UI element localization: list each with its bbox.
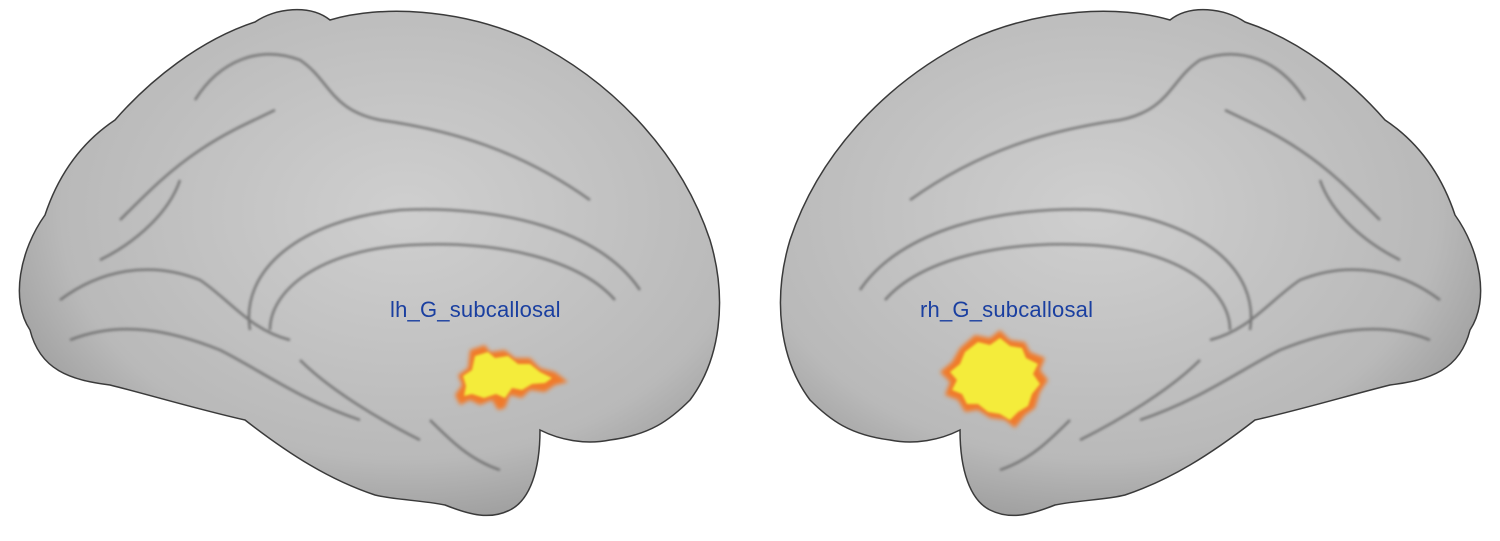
rh-subcallosal-highlight bbox=[940, 330, 1048, 428]
left-hemisphere bbox=[18, 9, 721, 517]
rh-region-label: rh_G_subcallosal bbox=[920, 297, 1094, 322]
lh-subcallosal-highlight bbox=[455, 345, 568, 410]
right-hemisphere bbox=[779, 9, 1482, 517]
lh-region-label: lh_G_subcallosal bbox=[390, 297, 561, 322]
